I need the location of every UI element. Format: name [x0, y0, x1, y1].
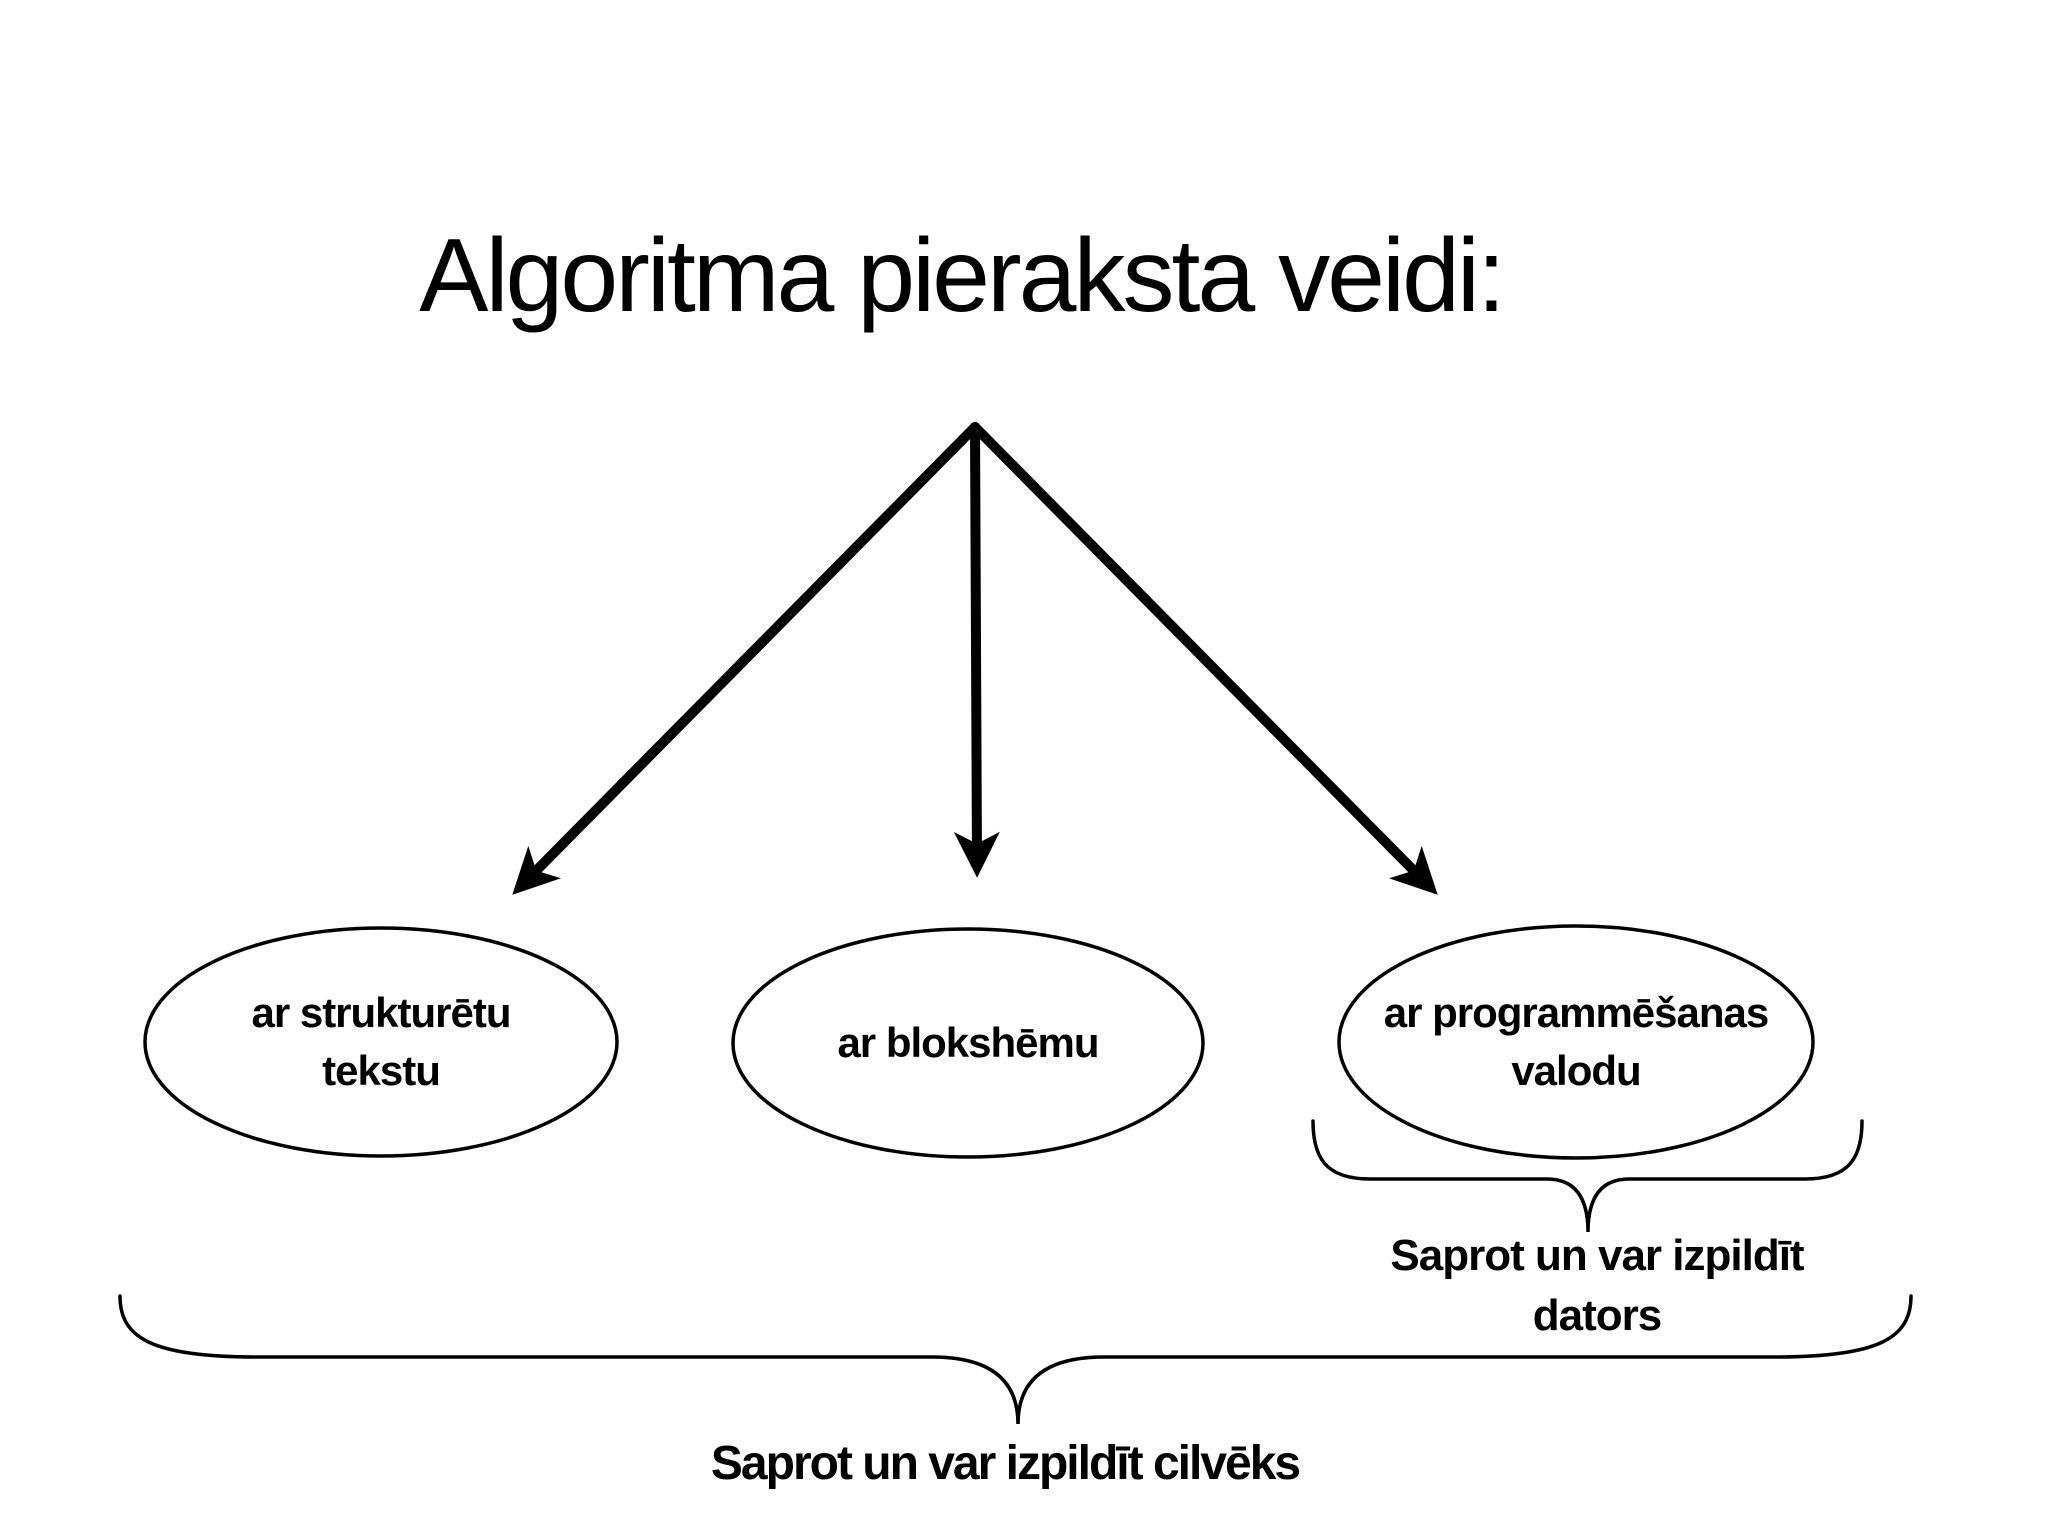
brace-human	[118, 1294, 1913, 1425]
arrow-to-structured-text	[512, 422, 980, 895]
caption-computer-line: dators	[1532, 1291, 1662, 1340]
caption-human: Saprot un var izpildīt cilvēks	[710, 1437, 1301, 1490]
node-label-line: tekstu	[322, 1047, 441, 1094]
arrow-to-flowchart	[953, 422, 1000, 878]
node-label-line: ar strukturētu	[251, 989, 511, 1036]
caption-computer: Saprot un var izpildīt dators	[1390, 1226, 1804, 1346]
arrow-to-programming-language	[970, 422, 1438, 895]
node-label-programming-language: ar programmēšanas valodu	[1339, 926, 1813, 1158]
ellipse-programming-language	[1337, 924, 1815, 1160]
ellipse-flowchart	[731, 927, 1205, 1159]
node-label-line: ar programmēšanas	[1383, 989, 1770, 1036]
node-label-line: valodu	[1511, 1047, 1641, 1094]
slide-title: Algoritma pieraksta veidi:	[419, 218, 1506, 334]
brace-computer	[1311, 1119, 1864, 1233]
node-label-structured-text: ar strukturētu tekstu	[145, 928, 617, 1156]
caption-computer-line: Saprot un var izpildīt	[1390, 1231, 1804, 1280]
node-label-line: ar blokshēmu	[837, 1019, 1099, 1066]
ellipse-structured-text	[143, 926, 619, 1158]
node-label-flowchart: ar blokshēmu	[733, 929, 1203, 1157]
